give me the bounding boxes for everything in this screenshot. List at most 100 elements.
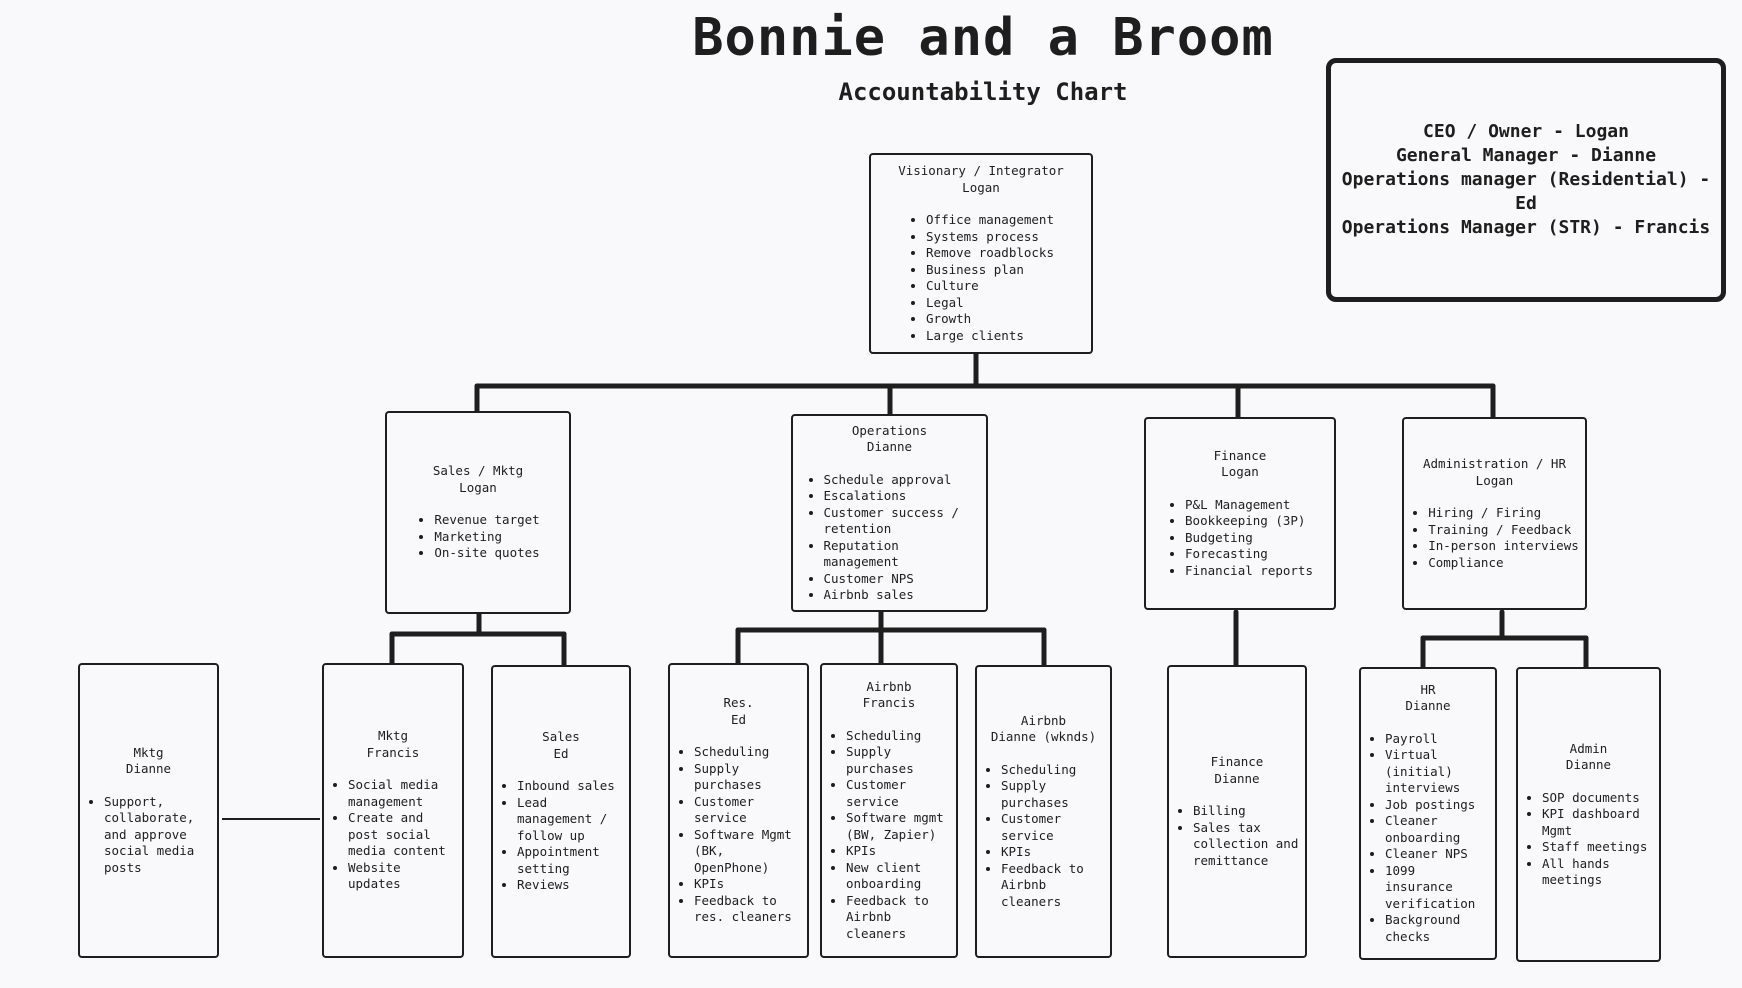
legend-line: Operations Manager (STR) - Francis — [1341, 217, 1711, 238]
list-item: Supply purchases — [1001, 778, 1104, 811]
box-sales-mktg: Sales / Mktg Logan Revenue target Market… — [385, 411, 571, 614]
list-item: KPIs — [846, 843, 950, 860]
box-mktg-dianne: Mktg Dianne Support, collaborate, and ap… — [78, 663, 219, 958]
list-item: Sales tax collection and remittance — [1193, 820, 1299, 870]
box-person: Logan — [1475, 472, 1514, 488]
legend-line: CEO / Owner - Logan — [1423, 121, 1629, 142]
list-item: New client onboarding — [846, 860, 950, 893]
responsibility-list: Billing Sales tax collection and remitta… — [1175, 803, 1299, 869]
box-sales-ed: Sales Ed Inbound sales Lead management /… — [491, 665, 631, 958]
responsibility-list: P&L Management Bookkeeping (3P) Budgetin… — [1167, 497, 1313, 580]
list-item: Airbnb sales — [824, 587, 974, 604]
box-person: Logan — [459, 479, 497, 495]
list-item: Customer service — [846, 777, 950, 810]
responsibility-list: Support, collaborate, and approve social… — [86, 794, 211, 877]
list-item: Social media management — [348, 777, 456, 810]
list-item: 1099 insurance verification — [1385, 863, 1489, 913]
list-item: Reputation management — [824, 538, 974, 571]
chart-title: Bonnie and a Broom — [692, 8, 1274, 68]
box-role: Airbnb — [866, 678, 912, 694]
list-item: Marketing — [434, 529, 539, 546]
list-item: Budgeting — [1185, 530, 1313, 547]
list-item: Supply purchases — [694, 761, 801, 794]
list-item: All hands meetings — [1542, 856, 1653, 889]
list-item: SOP documents — [1542, 790, 1653, 807]
chart-subtitle: Accountability Chart — [838, 78, 1128, 106]
box-role: Visionary / Integrator — [898, 163, 1064, 178]
responsibility-list: SOP documents KPI dashboard Mgmt Staff m… — [1524, 790, 1653, 889]
list-item: Forecasting — [1185, 546, 1313, 563]
box-administration-hr: Administration / HR Logan Hiring / Firin… — [1402, 417, 1587, 610]
list-item: Software Mgmt (BK, OpenPhone) — [694, 827, 801, 877]
list-item: Revenue target — [434, 512, 539, 529]
list-item: Bookkeeping (3P) — [1185, 513, 1313, 530]
list-item: Systems process — [926, 229, 1054, 246]
box-person: Dianne — [1565, 757, 1612, 772]
box-airbnb-francis: Airbnb Francis Scheduling Supply purchas… — [820, 663, 958, 958]
box-admin-dianne: Admin Dianne SOP documents KPI dashboard… — [1516, 667, 1661, 962]
responsibility-list: Scheduling Supply purchases Customer ser… — [676, 744, 801, 926]
list-item: Billing — [1193, 803, 1299, 820]
legend-line: Operations manager (Residential) - Ed — [1341, 169, 1711, 214]
list-item: P&L Management — [1185, 497, 1313, 514]
list-item: Software mgmt (BW, Zapier) — [846, 810, 950, 843]
responsibility-list: Office management Systems process Remove… — [908, 212, 1054, 344]
list-item: Remove roadblocks — [926, 245, 1054, 262]
list-item: Create and post social media content — [348, 810, 456, 860]
list-item: Cleaner onboarding — [1385, 813, 1489, 846]
box-role: Admin — [1569, 740, 1608, 756]
list-item: Financial reports — [1185, 563, 1313, 580]
box-person: Logan — [962, 179, 1000, 195]
list-item: Large clients — [926, 328, 1054, 345]
box-finance-dianne: Finance Dianne Billing Sales tax collect… — [1167, 665, 1307, 958]
responsibility-list: Hiring / Firing Training / Feedback In-p… — [1410, 505, 1579, 571]
box-mktg-francis: Mktg Francis Social media management Cre… — [322, 663, 464, 958]
box-operations: Operations Dianne Schedule approval Esca… — [791, 414, 988, 612]
box-role: Finance — [1213, 447, 1267, 463]
box-hr-dianne: HR Dianne Payroll Virtual (initial) inte… — [1359, 667, 1497, 960]
list-item: Website updates — [348, 860, 456, 893]
list-item: Business plan — [926, 262, 1054, 279]
responsibility-list: Payroll Virtual (initial) interviews Job… — [1367, 731, 1489, 946]
box-visionary-integrator: Visionary / Integrator Logan Office mana… — [869, 153, 1093, 354]
list-item: Lead management / follow up — [517, 795, 623, 845]
box-role: Airbnb — [1020, 712, 1067, 728]
box-person: Dianne — [1214, 770, 1260, 786]
list-item: Customer service — [694, 794, 801, 827]
list-item: Appointment setting — [517, 844, 623, 877]
list-item: Reviews — [517, 877, 623, 894]
list-item: Scheduling — [1001, 762, 1104, 779]
list-item: Culture — [926, 278, 1054, 295]
responsibility-list: Inbound sales Lead management / follow u… — [499, 778, 623, 894]
list-item: Feedback to Airbnb cleaners — [846, 893, 950, 943]
box-airbnb-dianne: Airbnb Dianne (wknds) Scheduling Supply … — [975, 665, 1112, 958]
box-person: Ed — [553, 745, 569, 761]
list-item: Office management — [926, 212, 1054, 229]
box-person: Francis — [862, 695, 916, 711]
box-role: Sales — [542, 729, 580, 745]
list-item: Legal — [926, 295, 1054, 312]
box-person: Dianne (wknds) — [990, 729, 1097, 745]
list-item: Training / Feedback — [1428, 522, 1579, 539]
responsibility-list: Scheduling Supply purchases Customer ser… — [983, 762, 1104, 911]
responsibility-list: Social media management Create and post … — [330, 777, 456, 893]
list-item: KPIs — [694, 876, 801, 893]
list-item: Scheduling — [846, 728, 950, 745]
box-person: Logan — [1221, 464, 1259, 480]
list-item: In-person interviews — [1428, 538, 1579, 555]
list-item: Escalations — [824, 488, 974, 505]
box-role: Administration / HR — [1423, 456, 1566, 471]
list-item: Job postings — [1385, 797, 1489, 814]
legend-line: General Manager - Dianne — [1395, 145, 1657, 166]
box-role: Finance — [1210, 754, 1264, 769]
list-item: Virtual (initial) interviews — [1385, 747, 1489, 797]
list-item: Scheduling — [694, 744, 801, 761]
box-role: Operations — [851, 422, 928, 438]
list-item: On-site quotes — [434, 545, 539, 562]
list-item: Compliance — [1428, 555, 1579, 572]
box-role: Mktg — [133, 744, 164, 760]
roles-legend-box: CEO / Owner - Logan General Manager - Di… — [1326, 58, 1726, 302]
responsibility-list: Schedule approval Escalations Customer s… — [806, 472, 974, 604]
box-person: Dianne — [1405, 698, 1451, 714]
